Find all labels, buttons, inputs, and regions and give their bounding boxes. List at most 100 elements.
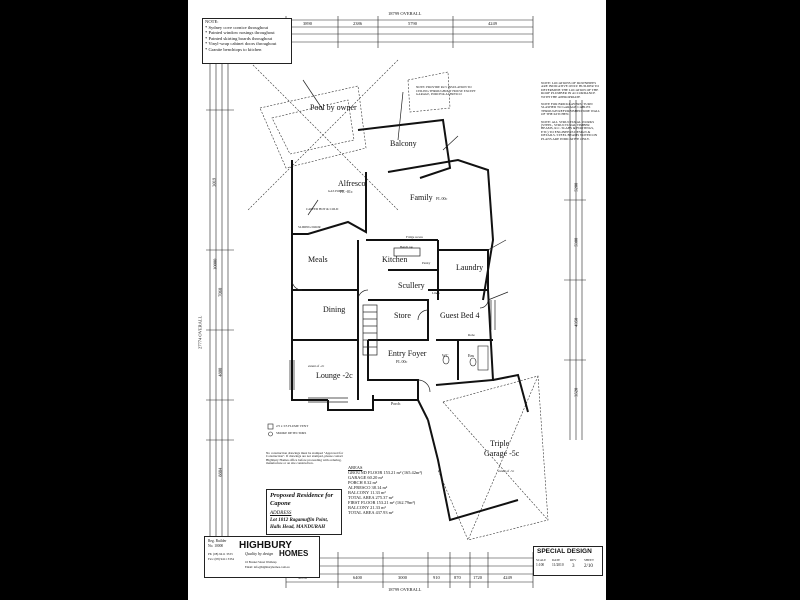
overall-dimension-left: 27774 OVERALL bbox=[197, 315, 203, 349]
top-dimension-2: 2386 bbox=[353, 21, 362, 26]
legend-smoke-detector: SMOKE DETECTORS bbox=[276, 431, 307, 435]
builder-tagline: Quality by design bbox=[245, 551, 274, 556]
room-label-meals: Meals bbox=[308, 255, 328, 264]
right-notes: NOTE: LOCATIONS OF DOWNPIPES ARE INDICAT… bbox=[541, 81, 601, 192]
room-label-garage-sub: Garage -5c bbox=[484, 449, 520, 458]
gas-point-label: GAS POINT bbox=[328, 189, 345, 193]
top-dimension-1: 3890 bbox=[303, 21, 312, 26]
builder-email: Email: info@highburyhomes.com.au bbox=[245, 565, 290, 569]
room-label-dining: Dining bbox=[323, 305, 346, 314]
residence-block: Proposed Residence for Capone ADDRESS Lo… bbox=[266, 489, 342, 535]
family-level: FL 00c bbox=[436, 196, 448, 201]
room-label-lounge: Lounge -2c bbox=[316, 371, 353, 380]
right-note-bricklayers: NOTE FOR BRICKLAYERS: TURN SLASHED TO GA… bbox=[541, 102, 601, 117]
reg-builder-label: Reg. Builder bbox=[208, 539, 227, 543]
right-dimension-2: 5300 bbox=[573, 237, 579, 247]
area-line: TOTAL AREA 437.93 m² bbox=[348, 510, 394, 515]
right-dimension-4: 3520 bbox=[573, 387, 579, 397]
notes-heading: NOTE: bbox=[205, 19, 219, 24]
room-label-laundry: Laundry bbox=[456, 263, 484, 272]
builder-fax: Fax: (08) 9411 3334 bbox=[208, 557, 234, 561]
room-label-scullery: Scullery bbox=[398, 281, 425, 290]
special-design-label: SPECIAL DESIGN bbox=[537, 548, 592, 555]
legend-flume: 2/5 x 3/5 FLUME VENT bbox=[276, 424, 309, 428]
pantry-label: Pantry bbox=[422, 261, 431, 265]
extent-2c-label: extent of -2c bbox=[308, 364, 325, 368]
note-item: * Painted skirting boards throughout bbox=[205, 35, 273, 41]
area-line: PORCH 8.32 m² bbox=[348, 480, 378, 485]
room-label-family: Family bbox=[410, 193, 433, 202]
area-line: TOTAL AREA 275.37 m² bbox=[348, 495, 394, 500]
builder-logo-name: HIGHBURY bbox=[239, 540, 292, 551]
area-line: GROUND FLOOR 153.21 m² (165.42m²) bbox=[348, 470, 423, 475]
room-label-pool: Pool by owner bbox=[310, 103, 357, 112]
bottom-dimension-4: 910 bbox=[433, 575, 440, 580]
residence-title: Proposed Residence for bbox=[270, 492, 334, 499]
left-dimension-3: 7060 bbox=[217, 287, 223, 297]
address-line-1: Lot 1012 Ragamuffin Point, bbox=[270, 518, 328, 523]
disclaimer-text: No construction drawings must be stamped… bbox=[266, 451, 344, 465]
title-block: SPECIAL DESIGN SCALE 1:100 DATE 11/2010 … bbox=[533, 546, 603, 576]
room-label-balcony: Balcony bbox=[390, 139, 417, 148]
room-label-wc: WC bbox=[442, 353, 449, 358]
room-label-garage: Triple bbox=[490, 439, 510, 448]
construction-disclaimer: No construction drawings must be stamped… bbox=[266, 451, 346, 472]
sheet-value: 2/10 bbox=[584, 564, 593, 569]
rev-value: 3 bbox=[572, 564, 575, 569]
fridge-label: Fridge recess bbox=[406, 235, 423, 239]
right-note-structural: NOTE: ALL STRUCTURAL WORKS (STEEL, STRUC… bbox=[541, 119, 598, 141]
top-dimension-4: 4249 bbox=[488, 21, 497, 26]
builder-logo-sub: HOMES bbox=[279, 549, 309, 558]
capped-water-label: CAPPED HOT & COLD bbox=[306, 207, 339, 211]
left-dimension-2: 10000 bbox=[212, 258, 218, 270]
note-item: * Sydney cove cornice throughout bbox=[205, 24, 269, 30]
residence-client: Capone bbox=[270, 500, 291, 507]
alfresco-level: FL -01c bbox=[340, 189, 353, 194]
room-label-alfresco: Alfresco bbox=[338, 179, 366, 188]
note-item: * Vinyl-wrap cabinet doors throughout bbox=[205, 41, 277, 47]
extent-5c-label: extent of -5c bbox=[498, 469, 515, 473]
linen-label: Linen bbox=[432, 291, 440, 295]
bottom-dimension-2: 6400 bbox=[353, 575, 362, 580]
notes-box: NOTE: * Sydney cove cornice throughout *… bbox=[202, 18, 292, 64]
address-label: ADDRESS bbox=[270, 511, 292, 516]
note-item: * Painted window nosings throughout bbox=[205, 30, 275, 36]
room-label-kitchen: Kitchen bbox=[382, 255, 408, 264]
area-line: GARAGE 60.20 m² bbox=[348, 475, 384, 480]
bottom-dimension-7: 4249 bbox=[503, 575, 512, 580]
area-line: BALCONY 11.33 m² bbox=[348, 490, 386, 495]
area-line: FIRST FLOOR 153.21 m² (162.79m²) bbox=[348, 500, 416, 505]
builder-address: 16 Bonnet Street Wattleup bbox=[245, 560, 277, 564]
right-note-downpipes: NOTE: LOCATIONS OF DOWNPIPES ARE INDICAT… bbox=[541, 81, 599, 99]
left-dimension-4: 4800 bbox=[217, 367, 223, 377]
scale-value: 1:100 bbox=[536, 563, 545, 567]
overall-dimension-bottom: 18799 OVERALL bbox=[388, 587, 422, 592]
room-label-ens: Ens bbox=[468, 353, 474, 358]
area-line: ALFRESCO 38.14 m² bbox=[348, 485, 388, 490]
sheet-label: SHEET bbox=[584, 558, 594, 562]
room-label-guest-bed: Guest Bed 4 bbox=[440, 311, 480, 320]
right-dimension-3: 4350 bbox=[573, 317, 579, 327]
floor-plan-drawing bbox=[206, 16, 586, 588]
room-label-porch: Porch bbox=[391, 401, 401, 406]
bench-top-label: Bench top bbox=[400, 245, 414, 249]
scale-label: SCALE bbox=[536, 558, 547, 562]
insulation-note: NOTE: PROVIDE R2.5 INSULATION TO CEILING… bbox=[416, 85, 476, 97]
bottom-dimension-5: 870 bbox=[454, 575, 461, 580]
rev-label: REV bbox=[570, 558, 577, 562]
date-value: 11/2010 bbox=[552, 563, 564, 567]
overall-dimension-top: 18799 OVERALL bbox=[388, 11, 422, 16]
sliding-door-label: SLIDING DOOR bbox=[298, 225, 321, 229]
areas-heading: AREAS bbox=[348, 465, 363, 470]
builder-phone: Ph: (08) 9411 3333 bbox=[208, 552, 233, 556]
area-line: BALCONY 21.33 m² bbox=[348, 505, 386, 510]
left-dimension-5: 8884 bbox=[217, 467, 223, 477]
room-label-entry-foyer: Entry Foyer bbox=[388, 349, 427, 358]
left-dimension-1: 3019 bbox=[211, 177, 217, 187]
room-label-store: Store bbox=[394, 311, 411, 320]
top-dimension-3: 5790 bbox=[408, 21, 417, 26]
drawing-sheet: 18799 OVERALL 3890 2386 5790 4249 3890 6… bbox=[188, 0, 606, 600]
entry-level: FL 00c bbox=[396, 359, 408, 364]
bottom-dimension-3: 3000 bbox=[398, 575, 407, 580]
bottom-dimension-6: 1720 bbox=[473, 575, 482, 580]
